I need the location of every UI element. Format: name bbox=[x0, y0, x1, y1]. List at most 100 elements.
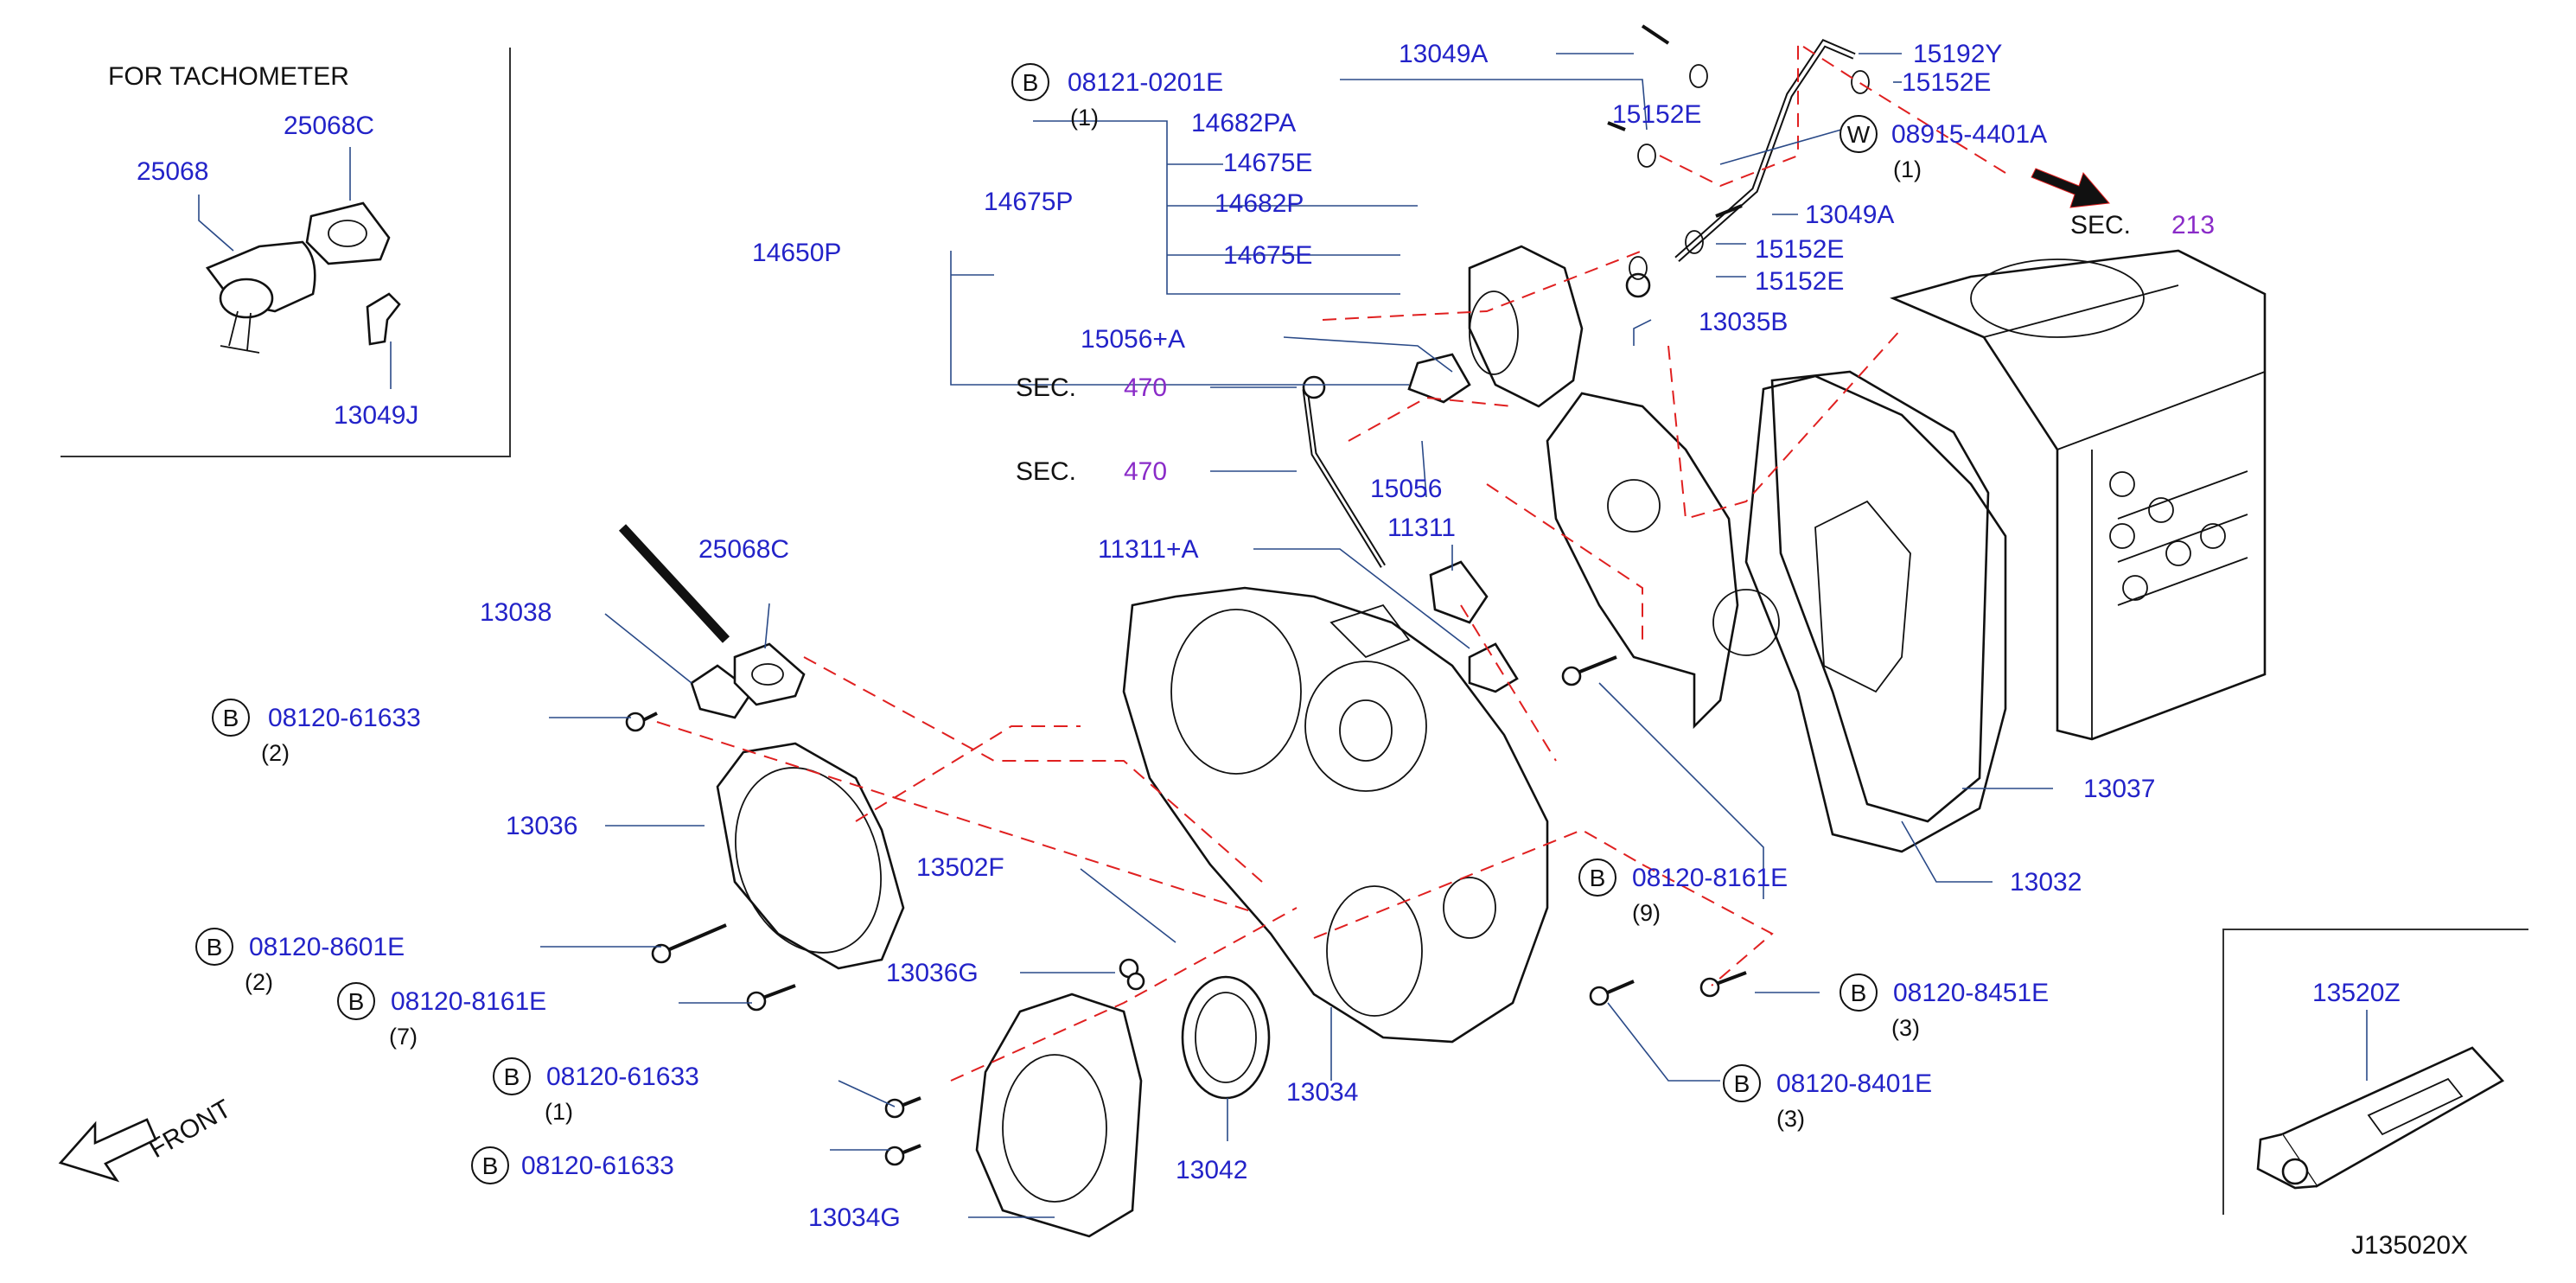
badge-w-letter: W bbox=[1847, 121, 1871, 148]
badge-b-08121 bbox=[1011, 63, 1049, 101]
pipe-drawing bbox=[1302, 388, 1386, 568]
part-label-13502f[interactable]: 13502F bbox=[916, 853, 1004, 882]
part-label-13036g[interactable]: 13036G bbox=[886, 959, 979, 987]
oil-pipe-drawing bbox=[1674, 39, 1856, 262]
part-label-15056-a[interactable]: 15056+A bbox=[1081, 325, 1185, 354]
sec-470-b-prefix: SEC. bbox=[1016, 457, 1076, 486]
leader-25068 bbox=[198, 195, 234, 252]
qty-08121-0201e: (1) bbox=[1070, 105, 1099, 131]
part-label-13038[interactable]: 13038 bbox=[480, 598, 552, 627]
gasket-25068c-drawing bbox=[733, 642, 806, 706]
part-label-25068c-inset[interactable]: 25068C bbox=[284, 112, 374, 140]
badge-b-8161e-b bbox=[1578, 859, 1616, 897]
alignment-lines bbox=[656, 41, 2006, 1082]
part-label-14675p[interactable]: 14675P bbox=[984, 188, 1073, 216]
inset-sealant-frame bbox=[2222, 929, 2528, 1215]
gasket-13037-drawing bbox=[1770, 370, 1990, 823]
sec-470-a-number[interactable]: 470 bbox=[1124, 373, 1167, 402]
part-label-08120-8161e-b[interactable]: 08120-8161E bbox=[1632, 864, 1788, 892]
plate-13038-drawing bbox=[690, 664, 754, 719]
part-label-15152e-b[interactable]: 15152E bbox=[1612, 100, 1701, 129]
qty-08120-61633-b: (1) bbox=[545, 1099, 573, 1125]
tachometer-gasket-drawing bbox=[305, 201, 391, 265]
part-label-13037[interactable]: 13037 bbox=[2083, 775, 2155, 803]
part-label-13034[interactable]: 13034 bbox=[1286, 1078, 1358, 1107]
part-label-13032[interactable]: 13032 bbox=[2010, 868, 2082, 897]
badge-b-letter: B bbox=[482, 1152, 499, 1179]
drill-rod-drawing bbox=[618, 524, 730, 643]
part-label-14682pa[interactable]: 14682PA bbox=[1191, 109, 1296, 137]
engine-block-drawing bbox=[1890, 249, 2267, 741]
badge-b-61633-c bbox=[471, 1146, 509, 1184]
part-label-15152e-c[interactable]: 15152E bbox=[1755, 235, 1844, 264]
rear-cover-13034g-drawing bbox=[975, 993, 1143, 1238]
part-label-08120-8161e-a[interactable]: 08120-8161E bbox=[391, 987, 546, 1016]
part-label-14682p[interactable]: 14682P bbox=[1215, 189, 1304, 218]
badge-b-letter: B bbox=[348, 988, 365, 1015]
part-label-13042[interactable]: 13042 bbox=[1176, 1156, 1247, 1184]
pump-drawing bbox=[1468, 245, 1584, 408]
part-label-08915-4401a[interactable]: 08915-4401A bbox=[1891, 120, 2047, 149]
inset-sealant: 13520Z bbox=[2222, 929, 2528, 1215]
front-label: FRONT bbox=[144, 1095, 236, 1164]
oil-seal-13042-drawing bbox=[1181, 975, 1271, 1100]
part-label-15056[interactable]: 15056 bbox=[1370, 475, 1442, 503]
part-label-25068[interactable]: 25068 bbox=[137, 157, 208, 186]
part-label-14675e-a[interactable]: 14675E bbox=[1223, 149, 1312, 177]
part-label-08120-61633-c[interactable]: 08120-61633 bbox=[521, 1152, 674, 1180]
part-label-08120-8451e[interactable]: 08120-8451E bbox=[1893, 979, 2049, 1007]
qty-08120-8161e-b: (9) bbox=[1632, 900, 1661, 926]
part-label-08120-61633-b[interactable]: 08120-61633 bbox=[546, 1063, 699, 1091]
badge-b-8601e bbox=[195, 928, 233, 966]
part-label-15152e-d[interactable]: 15152E bbox=[1755, 267, 1844, 296]
part-label-13034g[interactable]: 13034G bbox=[808, 1203, 901, 1232]
qty-08120-8601e: (2) bbox=[245, 969, 273, 995]
sec-213-number[interactable]: 213 bbox=[2171, 211, 2215, 239]
badge-b-61633-a bbox=[212, 699, 250, 737]
part-label-08121-0201e[interactable]: 08121-0201E bbox=[1068, 68, 1223, 97]
part-label-13049a-b[interactable]: 13049A bbox=[1805, 201, 1894, 229]
badge-b-letter: B bbox=[1023, 69, 1039, 96]
sec-213-prefix: SEC. bbox=[2070, 211, 2131, 239]
part-label-13520z[interactable]: 13520Z bbox=[2312, 979, 2401, 1007]
part-label-14650p[interactable]: 14650P bbox=[752, 239, 841, 267]
part-label-08120-61633-a[interactable]: 08120-61633 bbox=[268, 704, 421, 732]
part-label-15192y[interactable]: 15192Y bbox=[1913, 40, 2002, 68]
badge-b-letter: B bbox=[1590, 865, 1606, 891]
tachometer-clip-drawing bbox=[366, 292, 401, 346]
qty-08915-4401a: (1) bbox=[1893, 156, 1922, 182]
qty-08120-8161e-a: (7) bbox=[389, 1024, 418, 1050]
rear-plate-13032-drawing bbox=[1744, 374, 2007, 853]
timing-plate-drawing bbox=[1546, 392, 1780, 730]
qty-08120-8401e: (3) bbox=[1776, 1106, 1805, 1132]
badge-b-letter: B bbox=[1734, 1070, 1750, 1097]
part-label-15152e-a[interactable]: 15152E bbox=[1902, 68, 1991, 97]
part-label-25068c[interactable]: 25068C bbox=[698, 535, 789, 564]
badge-b-8401e bbox=[1723, 1064, 1761, 1102]
diagram-id: J135020X bbox=[2351, 1231, 2468, 1260]
part-label-11311[interactable]: 11311 bbox=[1387, 514, 1456, 542]
part-label-13049a[interactable]: 13049A bbox=[1399, 40, 1488, 68]
badge-b-61633-b bbox=[493, 1057, 531, 1095]
cover-13036-drawing bbox=[716, 742, 905, 970]
part-label-13036[interactable]: 13036 bbox=[506, 812, 577, 840]
qty-08120-8451e: (3) bbox=[1891, 1015, 1920, 1041]
part-label-13035b[interactable]: 13035B bbox=[1699, 308, 1788, 336]
part-label-08120-8601e[interactable]: 08120-8601E bbox=[249, 933, 405, 961]
badge-b-letter: B bbox=[1851, 980, 1867, 1006]
badge-w bbox=[1840, 115, 1878, 153]
sec-470-a-prefix: SEC. bbox=[1016, 373, 1076, 402]
badge-b-8161e-a bbox=[337, 982, 375, 1020]
sec-213-arrow bbox=[2031, 168, 2110, 208]
washers-drawing bbox=[1407, 64, 1870, 693]
part-label-14675e-b[interactable]: 14675E bbox=[1223, 241, 1312, 270]
part-label-08120-8401e[interactable]: 08120-8401E bbox=[1776, 1069, 1932, 1098]
part-label-11311-a[interactable]: 11311+A bbox=[1098, 535, 1199, 564]
badge-b-8451e bbox=[1840, 973, 1878, 1012]
sec-470-b-number[interactable]: 470 bbox=[1124, 457, 1167, 486]
part-label-13049j[interactable]: 13049J bbox=[334, 401, 418, 430]
inset-tachometer: FOR TACHOMETER 25068 25068C 13049J bbox=[61, 48, 511, 457]
leader-lines bbox=[540, 53, 2053, 1218]
inset-title: FOR TACHOMETER bbox=[108, 62, 349, 91]
bolts-drawing bbox=[625, 24, 1747, 1166]
